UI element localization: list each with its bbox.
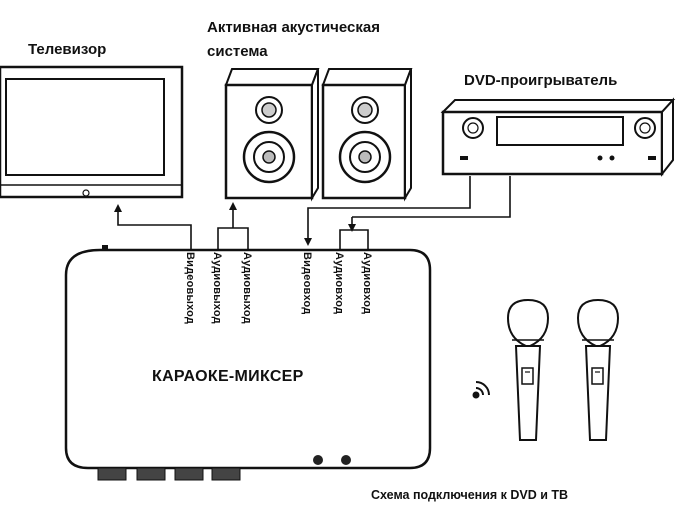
mixer-label: КАРАОКЕ-МИКСЕР [152,368,304,385]
port-audio-out-2: Аудиовыход [241,252,253,324]
port-video-out: Видеовыход [184,252,196,325]
port-audio-in-1: Аудиовход [333,252,345,315]
microphone-icon [506,298,550,441]
speakers-label-line2: система [207,43,268,60]
connection-audio-out-to-speakers [217,202,249,250]
port-video-in: Видеовход [301,252,313,315]
wireless-signal-icon [472,381,490,399]
dvd-label: DVD-проигрыватель [464,72,618,89]
dvd-player-icon [440,97,676,177]
port-audio-in-2: Аудиовход [361,252,373,315]
microphone-icon [576,298,620,441]
speaker-icon [224,68,320,202]
connection-video-out-to-tv [114,204,192,250]
speakers-label-line1: Активная акустическая [207,19,380,36]
tv-icon [0,65,184,199]
port-audio-out-1: Аудиовыход [211,252,223,324]
diagram-caption: Схема подключения к DVD и ТВ [371,488,569,502]
speaker-icon [321,68,413,202]
connection-dvd-audio-to-mixer [339,176,511,250]
connection-dvd-video-to-mixer [304,176,471,246]
tv-label: Телевизор [28,41,107,58]
karaoke-mixer-box [64,245,432,481]
